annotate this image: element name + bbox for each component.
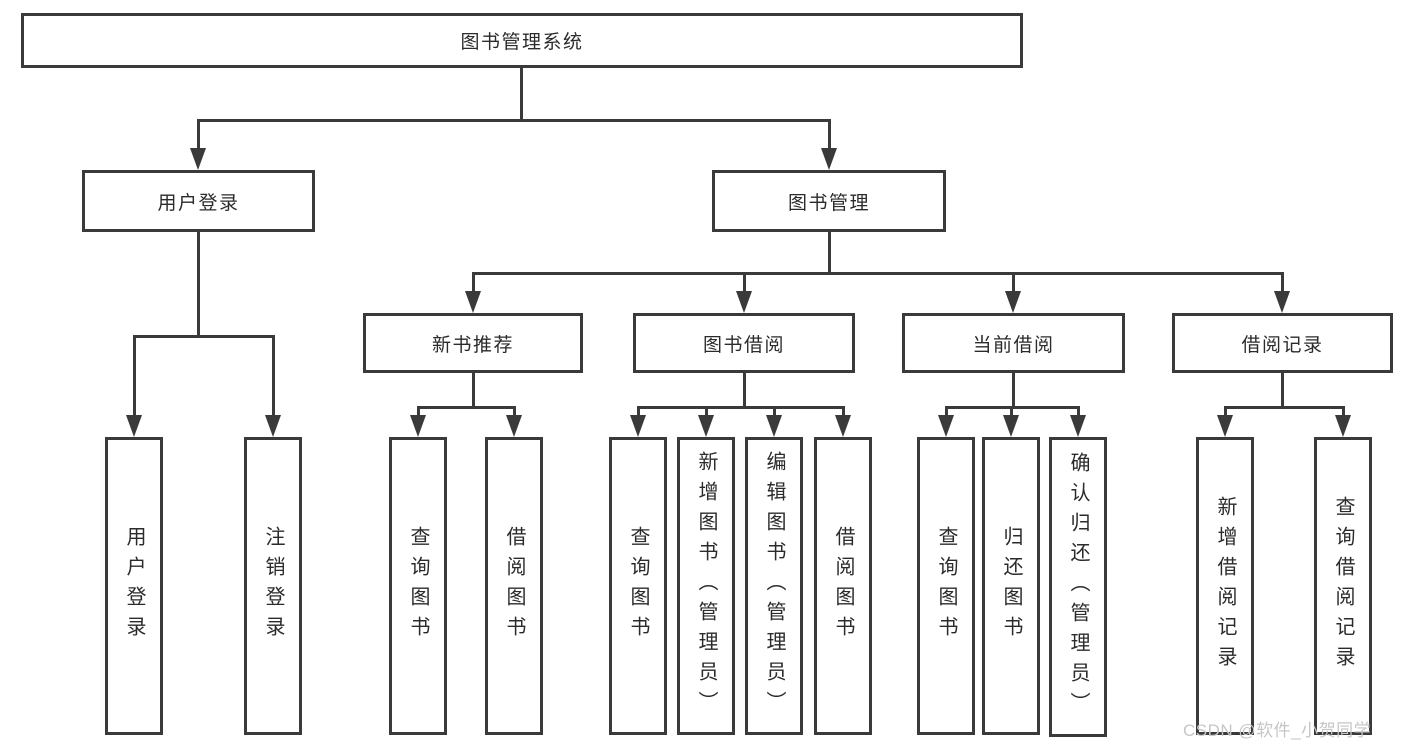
connector-line (637, 406, 640, 416)
connector-line (705, 406, 708, 416)
arrow-down-icon (126, 415, 142, 437)
node-leaf-confirm-return-admin: 确认归还（管理员） (1049, 437, 1107, 737)
node-leaf-add-borrow-record: 新增借阅记录 (1196, 437, 1254, 735)
arrow-down-icon (835, 415, 851, 437)
node-leaf-logout: 注销登录 (244, 437, 302, 735)
connector-line (472, 272, 1284, 275)
arrow-down-icon (1217, 415, 1233, 437)
node-user-login: 用户登录 (82, 170, 315, 232)
connector-line (1224, 406, 1227, 416)
arrow-down-icon (410, 415, 426, 437)
connector-line (1281, 272, 1284, 293)
connector-line (842, 406, 845, 416)
connector-line (133, 335, 275, 338)
node-label: 确认归还（管理员） (1067, 452, 1089, 722)
connector-line (133, 335, 136, 416)
arrow-down-icon (265, 415, 281, 437)
node-current-borrow: 当前借阅 (902, 313, 1125, 373)
connector-line (1342, 406, 1345, 416)
connector-line (417, 406, 516, 409)
arrow-down-icon (1070, 415, 1086, 437)
node-leaf-query-books: 查询图书 (389, 437, 447, 735)
connector-line (743, 373, 746, 406)
arrow-down-icon (630, 415, 646, 437)
arrow-down-icon (1274, 291, 1290, 313)
connector-line (417, 406, 420, 416)
node-label: 图书借阅 (702, 334, 785, 356)
arrow-down-icon (821, 148, 837, 170)
arrow-down-icon (766, 415, 782, 437)
connector-line (472, 272, 475, 293)
connector-line (828, 232, 831, 275)
node-label: 借阅图书 (832, 526, 854, 646)
node-label: 查询图书 (935, 526, 957, 646)
node-label: 当前借阅 (972, 334, 1055, 356)
node-label: 图书管理系统 (460, 32, 584, 53)
csdn-watermark: CSDN @软件_小贺同学 (1183, 721, 1372, 740)
node-label: 用户登录 (157, 192, 240, 214)
node-leaf-edit-books-admin: 编辑图书（管理员） (745, 437, 803, 735)
node-leaf-return-books: 归还图书 (982, 437, 1040, 735)
arrow-down-icon (1003, 415, 1019, 437)
connector-line (472, 373, 475, 406)
connector-line (1077, 406, 1080, 416)
connector-line (520, 68, 523, 119)
node-label: 图书管理 (787, 192, 870, 214)
node-leaf-user-login: 用户登录 (105, 437, 163, 735)
arrow-down-icon (938, 415, 954, 437)
arrow-down-icon (1335, 415, 1351, 437)
node-label: 查询图书 (627, 526, 649, 646)
connector-line (1010, 406, 1013, 416)
node-label: 编辑图书（管理员） (763, 451, 785, 721)
node-book-borrow: 图书借阅 (633, 313, 855, 373)
connector-line (1224, 406, 1344, 409)
node-borrow-record: 借阅记录 (1172, 313, 1393, 373)
node-leaf-borrow-books: 借阅图书 (485, 437, 543, 735)
connector-line (197, 119, 200, 151)
arrow-down-icon (1005, 291, 1021, 313)
connector-line (272, 335, 275, 416)
node-leaf-query-books: 查询图书 (609, 437, 667, 735)
node-book-management: 图书管理 (712, 170, 946, 232)
node-label: 借阅记录 (1241, 334, 1324, 356)
connector-line (197, 232, 200, 336)
node-label: 查询借阅记录 (1332, 496, 1354, 676)
connector-line (1281, 373, 1284, 406)
node-new-book-recommend: 新书推荐 (363, 313, 583, 373)
node-leaf-query-borrow-record: 查询借阅记录 (1314, 437, 1372, 735)
connector-line (945, 406, 948, 416)
node-label: 借阅图书 (503, 526, 525, 646)
connector-line (828, 119, 831, 151)
node-library-management-system: 图书管理系统 (21, 13, 1023, 68)
connector-line (513, 406, 516, 416)
arrow-down-icon (190, 148, 206, 170)
connector-line (743, 272, 746, 293)
node-leaf-add-books-admin: 新增图书（管理员） (677, 437, 735, 735)
connector-line (1012, 373, 1015, 406)
node-label: 归还图书 (1000, 526, 1022, 646)
arrow-down-icon (506, 415, 522, 437)
connector-line (637, 406, 845, 409)
connector-line (1012, 272, 1015, 293)
node-label: 新书推荐 (431, 334, 514, 356)
node-label: 查询图书 (407, 526, 429, 646)
arrow-down-icon (698, 415, 714, 437)
node-leaf-borrow-books: 借阅图书 (814, 437, 872, 735)
arrow-down-icon (465, 291, 481, 313)
connector-line (773, 406, 776, 416)
node-label: 注销登录 (262, 526, 284, 646)
connector-line (197, 119, 831, 122)
node-label: 新增图书（管理员） (695, 451, 717, 721)
node-leaf-query-books: 查询图书 (917, 437, 975, 735)
node-label: 用户登录 (123, 526, 145, 646)
arrow-down-icon (736, 291, 752, 313)
node-label: 新增借阅记录 (1214, 496, 1236, 676)
